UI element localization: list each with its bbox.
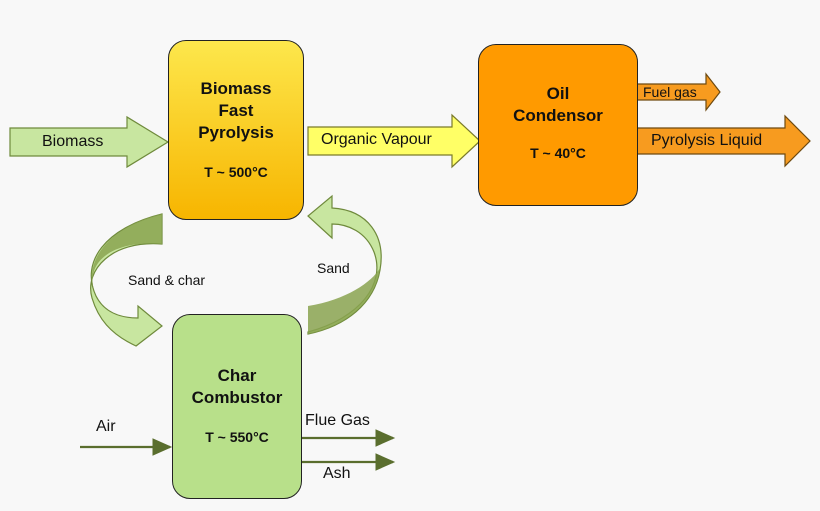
biomass-label: Biomass bbox=[42, 133, 104, 150]
combustor-title: Char Combustor bbox=[191, 366, 283, 407]
organic-vapour-arrow bbox=[307, 113, 481, 169]
sand-char-label: Sand & char bbox=[128, 272, 206, 288]
combustor-box: Char Combustor T ~ 550°C bbox=[172, 314, 302, 499]
pyrolysis-title: Biomass Fast Pyrolysis bbox=[198, 79, 274, 142]
organic-vapour-label: Organic Vapour bbox=[321, 131, 432, 148]
pyrolysis-liquid-label: Pyrolysis Liquid bbox=[651, 132, 763, 149]
condensor-title: Oil Condensor bbox=[513, 84, 603, 125]
pyrolysis-box: Biomass Fast Pyrolysis T ~ 500°C bbox=[168, 40, 304, 220]
ash-label: Ash bbox=[323, 465, 351, 482]
pyrolysis-liquid-arrow bbox=[636, 114, 811, 168]
combustor-temp: T ~ 550°C bbox=[205, 429, 269, 445]
fuel-gas-arrow bbox=[636, 72, 721, 112]
sand-label: Sand bbox=[317, 260, 350, 276]
condensor-box: Oil Condensor T ~ 40°C bbox=[478, 44, 638, 206]
biomass-arrow bbox=[9, 115, 170, 169]
fuel-gas-label: Fuel gas bbox=[643, 84, 697, 100]
air-label: Air bbox=[96, 418, 116, 435]
sand-char-curved-arrow bbox=[90, 213, 163, 347]
pyrolysis-temp: T ~ 500°C bbox=[204, 164, 268, 180]
sand-curved-arrow bbox=[307, 194, 382, 335]
condensor-temp: T ~ 40°C bbox=[530, 145, 586, 161]
flue-gas-label: Flue Gas bbox=[305, 412, 370, 429]
